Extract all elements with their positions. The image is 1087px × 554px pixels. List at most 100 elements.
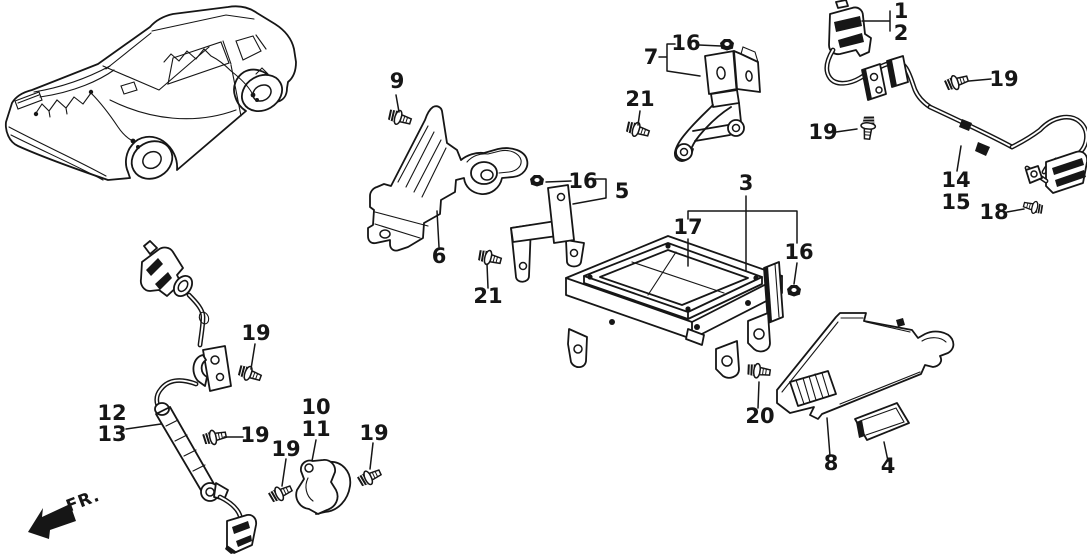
leader-16-at-5 — [545, 180, 572, 183]
bracket7-pad-hole — [731, 123, 741, 133]
cover8-clip — [896, 318, 905, 327]
bracket6-body — [367, 105, 529, 252]
callout-2: 2 — [894, 21, 909, 45]
front-arm-clevis-hole — [205, 487, 215, 497]
fr-arrow-icon — [28, 504, 76, 539]
bracket6-ribs — [374, 125, 447, 239]
ecu-screw-c — [745, 300, 751, 306]
front-connector-nub — [143, 240, 158, 255]
callout-8: 8 — [824, 451, 839, 475]
rear-abs-sensor-assy — [824, 0, 1087, 217]
front-stay-hole-a — [210, 355, 220, 365]
part-19-bolt-rear-mid — [859, 114, 877, 141]
callout-15: 15 — [941, 190, 970, 214]
front-wire-upper-core — [188, 294, 204, 346]
callout-20: 20 — [745, 404, 774, 428]
leader-19-rear-upper — [968, 78, 992, 82]
bracket5-left-arm — [510, 220, 558, 243]
front-stay-bracket — [202, 345, 232, 392]
callout-19-rear-mid: 19 — [808, 120, 837, 144]
vehicle-illustration — [4, 5, 297, 181]
callout-10: 10 — [301, 395, 330, 419]
rear-rod-clamp-b — [975, 142, 990, 156]
callout-17: 17 — [673, 215, 702, 239]
leader-12-13 — [125, 423, 162, 430]
front-grommet-hole — [177, 279, 189, 293]
callout-16-at-3: 16 — [784, 240, 813, 264]
leader-16-at-3 — [793, 262, 798, 285]
rear-mid-bracket-hole-a — [869, 72, 879, 82]
part-7-bracket-assy — [623, 38, 761, 162]
car-headlight — [14, 91, 43, 110]
car-engine-harness — [35, 92, 92, 118]
callout-7: 7 — [644, 45, 659, 69]
ecu-clip-b — [665, 243, 671, 249]
front-abs-sensor-assy — [139, 240, 384, 554]
car-harness-connector-b — [88, 89, 94, 95]
rear-mid-bracket-hole-b — [875, 86, 883, 94]
part-16-nut-at-3 — [786, 284, 802, 297]
front-sensor-tip — [225, 545, 237, 554]
part-6-mount-bracket — [367, 105, 529, 252]
ecu-clip-d — [685, 306, 691, 312]
ecu-bottom-ear-hole — [721, 355, 733, 367]
leader-4 — [883, 441, 889, 462]
car-quarter-glass — [235, 34, 267, 61]
callout-19-rear-upper: 19 — [989, 67, 1018, 91]
rear-connector-band-b — [838, 33, 864, 48]
leader-14-15 — [956, 145, 962, 172]
bracket5-left-hole — [518, 261, 528, 271]
bracket7-foot-hole — [679, 147, 689, 157]
leader-6 — [436, 210, 440, 248]
callout-labels: 1 2 19 9 7 16 21 19 16 5 6 3 17 16 14 15… — [97, 0, 1018, 478]
ecu-clip-c — [753, 275, 759, 281]
bracket6-strap-inner — [466, 149, 522, 174]
callout-19-front-right: 19 — [359, 421, 388, 445]
ecu-left-ear-hole — [573, 344, 583, 354]
clamp10-outline — [315, 460, 352, 515]
bracket6-foot-hole — [379, 229, 391, 239]
part-10-11-clamp — [295, 459, 352, 515]
rear-sensor-tab-hole — [1030, 170, 1038, 178]
callout-12: 12 — [97, 401, 126, 425]
leader-5-bracket — [572, 178, 607, 205]
leader-19-front-right — [369, 442, 374, 470]
bracket5-strap — [547, 184, 575, 244]
bracket7-right-strap — [692, 102, 742, 142]
car-door-glass — [167, 40, 232, 85]
front-sensor-head-band-b — [236, 535, 252, 547]
leader-19-front-mid — [281, 458, 287, 487]
front-wire-lower — [217, 494, 244, 523]
front-arm-strut — [155, 406, 215, 493]
ecu-right-ear-hole — [753, 328, 765, 340]
part-9-bolt — [385, 106, 414, 129]
car-front-sensor-dot-b — [136, 145, 140, 149]
part-19-bolt-front-upper — [235, 362, 264, 386]
front-stay-hole-b — [215, 372, 225, 382]
part-16-nut-at-7 — [719, 38, 735, 51]
callout-11: 11 — [301, 417, 330, 441]
part-20-bolt — [745, 361, 772, 381]
callout-19-front-upper: 19 — [241, 321, 270, 345]
part-16-nut-at-5 — [529, 174, 545, 187]
leader-21-at-7 — [637, 110, 641, 126]
car-hood-crease — [33, 65, 115, 98]
leader-lines — [125, 10, 1025, 487]
front-wire-ring — [198, 311, 210, 325]
part-3-control-unit — [565, 235, 802, 381]
bracket7-fold-line — [732, 46, 759, 89]
car-rear-sensor-dot-a — [250, 92, 256, 98]
bracket5-tab-hole — [556, 192, 566, 202]
car-front-wheel-hub — [142, 150, 162, 170]
front-sensor-head-band-a — [232, 521, 250, 534]
leader-18 — [1006, 208, 1025, 213]
callout-13: 13 — [97, 422, 126, 446]
car-rear-wheel-hub — [252, 84, 272, 102]
rear-rod-clamp-a — [959, 119, 972, 131]
part-5-bracket-assy — [475, 174, 585, 283]
callout-1: 1 — [894, 0, 909, 23]
rear-sensor-head-band-b — [1055, 170, 1086, 187]
bracket7-collar — [710, 89, 740, 108]
ecu-clip-a — [587, 274, 593, 280]
